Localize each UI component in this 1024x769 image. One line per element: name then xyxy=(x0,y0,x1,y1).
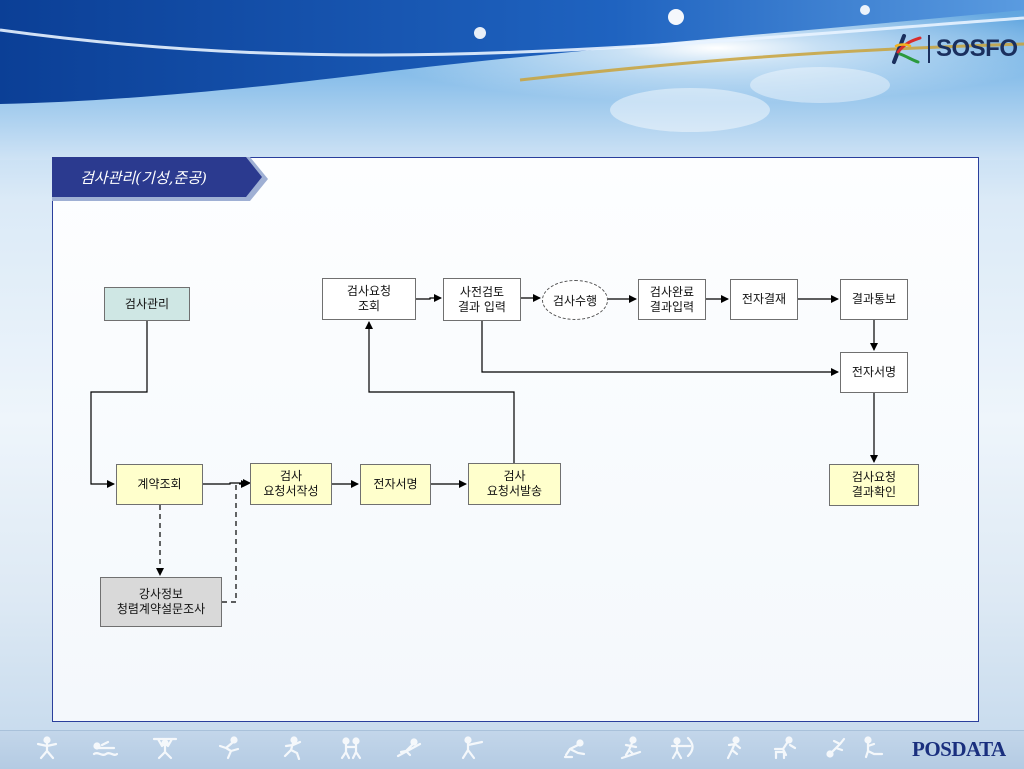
flow-box-result-notice[interactable]: 결과통보 xyxy=(840,279,908,320)
flow-box-e-signature-bottom[interactable]: 전자서명 xyxy=(360,464,431,505)
cycling-icon xyxy=(218,736,240,760)
logo-separator xyxy=(928,35,930,63)
running-icon xyxy=(283,736,302,760)
banner-swoosh xyxy=(0,0,1024,132)
sosfo-logo: SOSFO xyxy=(888,32,1018,66)
connector-inquiry-to-review xyxy=(416,294,442,302)
posdata-logo: POSDATA xyxy=(912,737,1006,761)
hurdles-icon xyxy=(773,736,797,760)
skating-icon xyxy=(864,736,884,759)
archery-icon xyxy=(670,736,694,760)
content-panel xyxy=(52,157,979,722)
flow-box-e-signature-top[interactable]: 전자서명 xyxy=(840,352,908,393)
flow-box-contract-inquiry[interactable]: 계약조회 xyxy=(116,464,203,505)
diving-icon xyxy=(826,737,846,758)
connector-survey-to-write xyxy=(222,480,249,603)
flow-box-pre-review[interactable]: 사전검토 결과 입력 xyxy=(443,278,521,321)
flow-box-complete-input[interactable]: 검사완료 결과입력 xyxy=(638,279,706,320)
flow-box-request-inquiry[interactable]: 검사요청 조회 xyxy=(322,278,416,320)
flow-box-result-confirm[interactable]: 검사요청 결과확인 xyxy=(829,464,919,506)
fencing-icon xyxy=(461,736,484,760)
header-banner: SOSFO xyxy=(0,0,1024,160)
connector-contract-to-write xyxy=(203,479,251,487)
swoosh-k-logo-icon xyxy=(892,34,922,64)
flow-box-survey[interactable]: 강사정보 청렴계약설문조사 xyxy=(100,577,222,627)
flow-box-e-approval[interactable]: 전자결재 xyxy=(730,279,798,320)
flow-box-request-send[interactable]: 검사 요청서발송 xyxy=(468,463,561,505)
rowing-icon xyxy=(396,738,422,758)
speed-skating-icon xyxy=(563,739,586,759)
flow-box-request-write[interactable]: 검사 요청서작성 xyxy=(250,463,332,505)
connector-mgmt-to-contract xyxy=(90,320,148,488)
gymnastics-icon xyxy=(36,736,58,760)
flow-box-inspection-mgmt[interactable]: 검사관리 xyxy=(104,287,190,321)
title-tab xyxy=(52,157,268,201)
logo-text: SOSFO xyxy=(936,35,1018,62)
skiing-icon xyxy=(620,736,642,760)
page-title: 검사관리(기성,준공) xyxy=(80,169,207,187)
footer-bar xyxy=(0,730,1024,769)
weightlifting-icon xyxy=(152,737,178,760)
connector-send-to-inquiry xyxy=(365,321,515,463)
flow-node-perform[interactable]: 검사수행 xyxy=(542,280,608,320)
connector-review-to-sign xyxy=(481,321,839,376)
swimming-icon xyxy=(92,740,118,756)
wrestling-icon xyxy=(340,737,362,760)
sprint-icon xyxy=(726,736,742,760)
